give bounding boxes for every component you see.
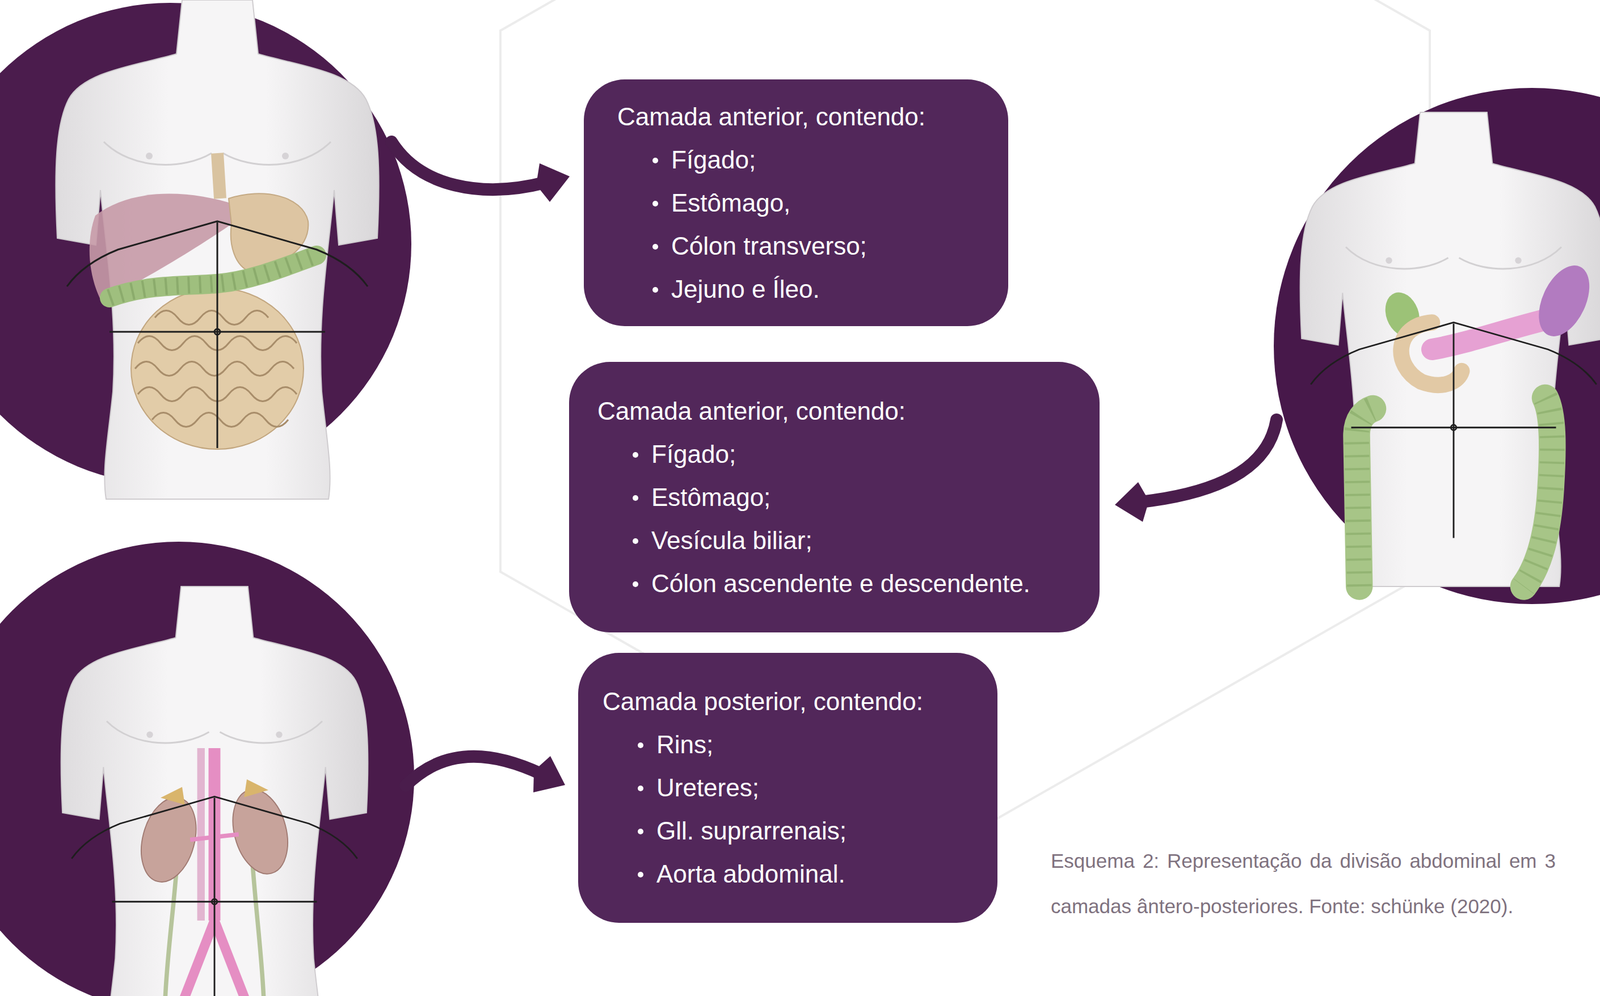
colon-haustra	[109, 255, 317, 298]
region-lines	[71, 797, 358, 996]
list-item: Vesícula biliar;	[597, 519, 1072, 563]
organ-name: Estômago;	[651, 483, 771, 512]
list-item: Estômago,	[617, 181, 975, 225]
organ-name: Estômago,	[671, 188, 791, 217]
organ-name: Aorta abdominal.	[656, 860, 846, 888]
heading-text: Camada anterior, contendo:	[597, 397, 906, 425]
bullet-dot	[652, 157, 659, 164]
organ-name: Vesícula biliar;	[651, 526, 813, 555]
heading-text: Camada posterior, contendo:	[602, 687, 924, 716]
region-lines	[1310, 322, 1597, 539]
esophagus	[217, 153, 221, 199]
transverse-colon	[109, 255, 317, 298]
torso-body	[61, 586, 369, 996]
bullet-dot	[632, 495, 639, 501]
torso-body	[55, 0, 379, 500]
organ-name: Jejuno e Íleo.	[671, 275, 820, 303]
bullet-dot	[652, 287, 659, 293]
list-item: Jejuno e Íleo.	[617, 267, 975, 311]
curved-arrow	[405, 756, 566, 793]
chest-contour	[1345, 247, 1562, 269]
figure-caption: Esquema 2: Representação da divisão abdo…	[1050, 838, 1556, 930]
kidney	[224, 783, 297, 880]
heading-text: Camada anterior, contendo:	[617, 102, 926, 131]
ascending-colon	[1356, 409, 1374, 588]
list-item: Cólon transverso;	[617, 224, 975, 268]
torso-figure	[61, 586, 369, 996]
curved-arrow	[1114, 419, 1277, 522]
bullet-dot	[632, 452, 639, 458]
list-item: Ureteres;	[602, 766, 974, 810]
ureter	[164, 866, 178, 996]
layer-heading: Camada posterior, contendo:	[602, 680, 974, 724]
ureter	[252, 859, 265, 996]
bullet-dot	[632, 538, 639, 545]
bullet-dot	[652, 243, 659, 250]
descending-colon	[1523, 398, 1553, 588]
colon-haustra	[1356, 409, 1374, 588]
layer-heading: Camada anterior, contendo:	[597, 389, 1072, 433]
list-item: Rins;	[602, 723, 974, 767]
torso-body	[1300, 112, 1600, 587]
list-item: Aorta abdominal.	[602, 852, 974, 896]
list-item: Gll. suprarrenais;	[602, 809, 974, 853]
list-item: Fígado;	[597, 432, 1072, 477]
layer-box: Camada anterior, contendo: Fígado; Estômag…	[569, 361, 1100, 633]
layer-box: Camada posterior, contendo: Rins; Ureteres…	[578, 653, 998, 924]
purple-circle	[1273, 87, 1600, 605]
bullet-dot	[637, 742, 644, 749]
torso-figure	[55, 0, 379, 500]
chest-contour	[106, 721, 323, 744]
intestine-loops	[135, 310, 297, 428]
organ-name: Gll. suprarrenais;	[656, 817, 847, 845]
organ-name: Fígado;	[671, 145, 756, 174]
vena-cava	[197, 748, 205, 921]
bullet-dot	[652, 200, 659, 207]
organ-name: Cólon ascendente e descendente.	[651, 569, 1031, 598]
list-item: Fígado;	[617, 138, 975, 182]
adrenal-gland	[160, 786, 185, 805]
list-item: Cólon ascendente e descendente.	[597, 562, 1072, 606]
curved-arrow	[391, 141, 570, 202]
adrenal-gland	[243, 779, 269, 798]
bullet-dot	[637, 828, 644, 835]
layer-box: Camada anterior, contendo: Fígado; Estômag…	[583, 79, 1009, 327]
organ-name: Ureteres;	[656, 773, 760, 802]
bullet-dot	[637, 785, 644, 792]
list-item: Estômago;	[597, 476, 1072, 520]
bullet-dot	[632, 581, 639, 588]
organ-name: Fígado;	[651, 440, 736, 469]
colon-haustra	[1523, 398, 1553, 588]
layer-heading: Camada anterior, contendo:	[617, 95, 975, 139]
spleen	[1528, 257, 1600, 345]
organ-name: Rins;	[656, 730, 714, 759]
organ-name: Cólon transverso;	[671, 232, 867, 260]
torso-figure	[1300, 112, 1600, 587]
bullet-dot	[637, 872, 644, 878]
region-lines	[66, 221, 368, 449]
